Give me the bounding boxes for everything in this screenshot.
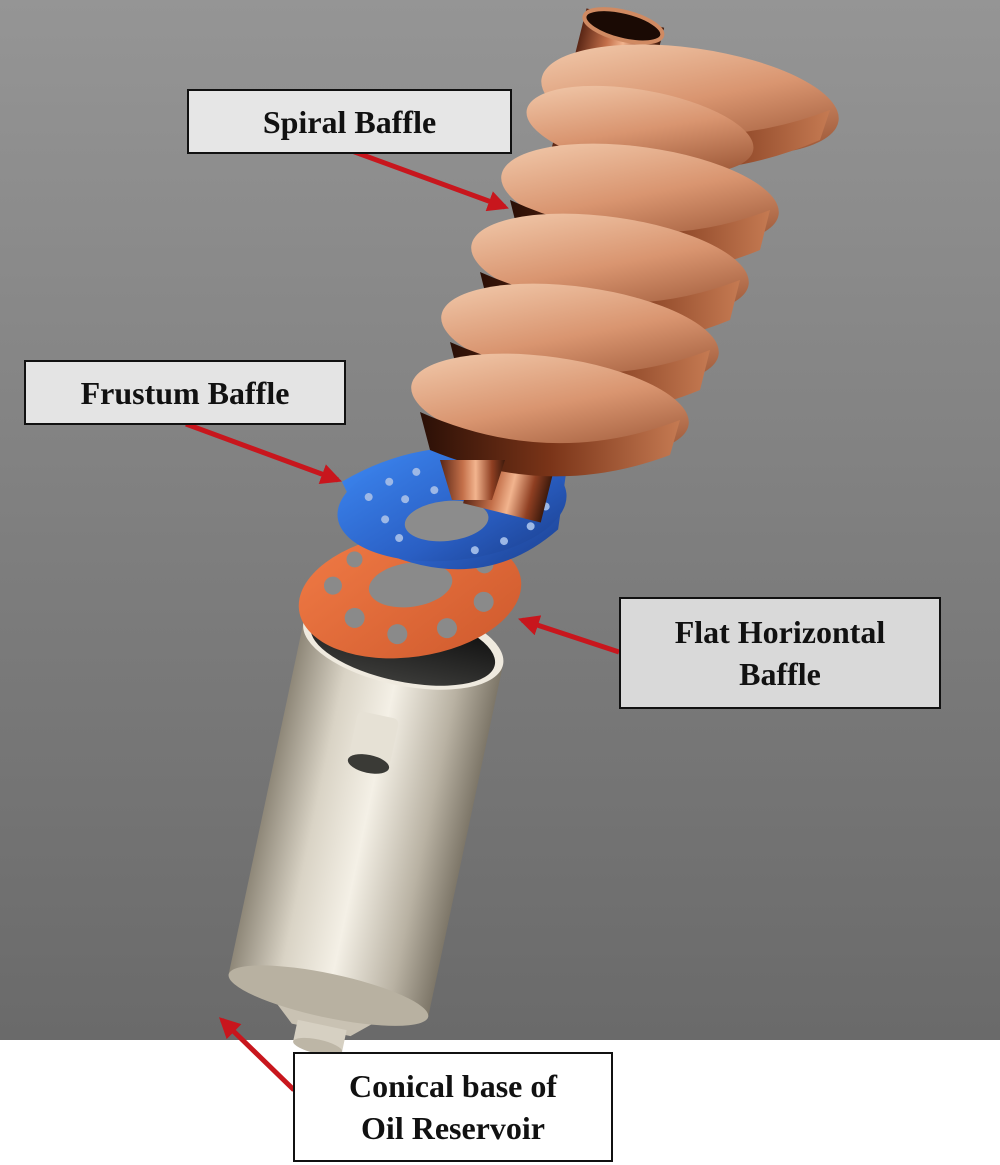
spiral-baffle	[411, 7, 839, 523]
label-conical-line-2: Oil Reservoir	[361, 1110, 545, 1146]
label-flat-horizontal-baffle: Flat Horizontal Baffle	[619, 597, 941, 709]
label-spiral-text: Spiral Baffle	[262, 103, 437, 140]
arrow-conical	[218, 1017, 296, 1092]
label-conical-base: Conical base of Oil Reservoir	[293, 1052, 613, 1162]
label-flat-line-1: Flat Horizontal	[674, 614, 886, 650]
label-conical-line-1: Conical base of	[349, 1068, 557, 1104]
arrow-frustum	[185, 421, 342, 485]
label-spiral-baffle: Spiral Baffle	[187, 89, 512, 154]
label-flat-line-2: Baffle	[739, 656, 821, 692]
arrow-spiral	[351, 148, 509, 212]
label-frustum-baffle: Frustum Baffle	[24, 360, 346, 425]
arrow-flat	[518, 615, 620, 655]
label-frustum-text: Frustum Baffle	[80, 374, 290, 411]
